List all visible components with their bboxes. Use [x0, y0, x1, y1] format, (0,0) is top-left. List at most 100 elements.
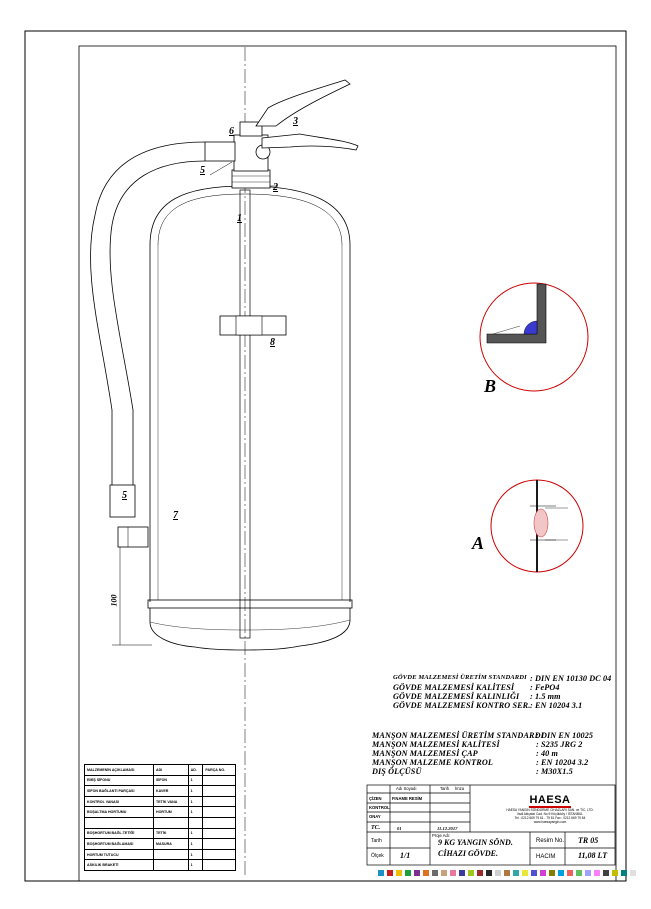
color-swatch — [549, 870, 555, 876]
base-foot-lobe — [149, 619, 351, 631]
color-swatch — [459, 870, 465, 876]
color-swatch — [558, 870, 564, 876]
color-swatch — [495, 870, 501, 876]
table-row: ASKILIK BRAKETİ 1 — [83, 859, 236, 871]
part-label-7: 7 — [173, 510, 178, 521]
spec-value: : FePO4 — [530, 683, 560, 692]
table-cell — [187, 816, 204, 829]
spec-value: : 1.5 mm — [530, 692, 561, 701]
color-swatch — [567, 870, 573, 876]
spec-value: : M30X1.5 — [536, 767, 573, 776]
spec-value: : 40 m — [536, 749, 558, 758]
spec-label: MANŞON MALZEMESİ KALİTESİ — [372, 740, 500, 749]
table-cell: TETİK — [153, 827, 189, 840]
valve-handle-lower — [261, 133, 359, 151]
table-cell: 1 — [187, 827, 204, 840]
color-swatch — [594, 870, 600, 876]
color-swatch — [396, 870, 402, 876]
color-swatch — [576, 870, 582, 876]
company-line-1: HAESA YANGIN SÖNDÜRME CİHAZLARI SAN. ve … — [506, 808, 594, 812]
detail-b-label: B — [484, 376, 497, 396]
color-swatch — [468, 870, 474, 876]
table-cell: BOŞHORTUM BAĞL.TETİĞİ — [83, 827, 155, 840]
cizen-name: P.NAME RESİM — [392, 796, 423, 801]
table-cell — [153, 816, 189, 829]
tube-clamp-center — [235, 315, 263, 336]
hacim-value: 11,08 LT — [578, 851, 608, 860]
table-cell: 1 — [187, 848, 204, 861]
spec-value: : DIN EN 10130 DC 04 — [530, 674, 612, 683]
color-swatch — [441, 870, 447, 876]
color-swatch — [450, 870, 456, 876]
spec-label: DIŞ ÖLÇÜSÜ — [372, 767, 422, 776]
color-swatch — [387, 870, 393, 876]
color-swatch — [531, 870, 537, 876]
leader-5 — [209, 161, 233, 176]
spec-label: GÖVDE MALZEMESİ KALİTESİ — [393, 683, 515, 692]
discharge-hose — [90, 141, 206, 485]
color-swatch — [423, 870, 429, 876]
table-cell — [83, 816, 155, 829]
color-swatch — [378, 870, 384, 876]
color-swatch-row — [378, 870, 636, 876]
table-cell — [153, 859, 189, 871]
color-swatch — [486, 870, 492, 876]
table-cell: 1 — [187, 838, 204, 850]
olcek-value: 1/1 — [400, 851, 411, 860]
part-label-3: 3 — [293, 116, 298, 127]
tc-label: TC. — [371, 825, 381, 831]
hacim-label: HACIM — [536, 854, 556, 860]
table-cell: HORTUM TUTUCU — [83, 848, 155, 861]
part-label-1: 1 — [237, 213, 242, 224]
spec-value: : DIN EN 10025 — [536, 731, 594, 740]
color-swatch — [540, 870, 546, 876]
table-cell — [202, 795, 236, 808]
table-header: MALZEMENİN AÇIKLAMASI — [83, 764, 155, 776]
rev-number: 01 — [397, 826, 402, 831]
color-swatch — [513, 870, 519, 876]
table-row — [83, 816, 236, 829]
col-tarih: Tarih — [440, 786, 450, 791]
table-cell — [202, 806, 236, 818]
company-line-4: www.haesayangin.com — [533, 820, 567, 824]
detail-a — [490, 479, 584, 573]
table-header: PARÇA NO. — [202, 764, 236, 776]
table-cell: BOŞHORTUM BAĞLAMASI — [83, 838, 155, 850]
title-block-frame — [366, 784, 616, 866]
spec-label: GÖVDE MALZEMESİ ÜRETİM STANDARDI — [393, 674, 527, 681]
company-block: HAESA HAESA YANGIN SÖNDÜRME CİHAZLARI SA… — [500, 790, 600, 824]
color-swatch — [603, 870, 609, 876]
detail-b — [479, 282, 589, 392]
base-foot — [149, 608, 351, 651]
table-cell — [153, 848, 189, 861]
spec-label: GÖVDE MALZEMESİ KONTRO SER. — [393, 701, 531, 710]
valve-lever — [255, 79, 351, 127]
hose-holder — [117, 526, 149, 548]
parts-table: MALZEMENİN AÇIKLAMASI ADI AD. PARÇA NO. … — [83, 764, 236, 871]
spec-value: : S235 JRG 2 — [536, 740, 583, 749]
company-line-3: Tel : 0212 669 79 61 - 79 81 Fax : 0212 … — [514, 816, 586, 820]
table-row: HORTUM TUTUCU 1 — [83, 848, 236, 861]
table-cell: 1 — [187, 785, 204, 797]
spec-label: MANŞON MALZEME KONTROL — [372, 758, 493, 767]
cylinder-shoulder-inner — [157, 193, 343, 246]
table-cell: ASKILIK BRAKETİ — [83, 859, 155, 871]
spec-value: : EN 10204 3.1 — [530, 701, 583, 710]
dimension-100: 100 — [109, 594, 119, 607]
table-cell — [202, 785, 236, 797]
color-swatch — [612, 870, 618, 876]
company-line-2: Vadi Aklçalar Cad. No:9 Küçükköy / İSTAN… — [516, 812, 584, 816]
row-kontrol: KONTROL — [369, 805, 390, 810]
tarih-label: Tarih — [371, 838, 382, 844]
part-label-5-bottom: 5 — [122, 490, 127, 501]
table-header: ADI — [153, 764, 189, 776]
table-cell: 1 — [187, 859, 204, 871]
detail-a-label: A — [472, 533, 485, 553]
part-label-2: 2 — [273, 182, 278, 193]
table-cell: EMİŞ SİFONU — [83, 774, 155, 787]
siphon-tube — [239, 189, 251, 639]
